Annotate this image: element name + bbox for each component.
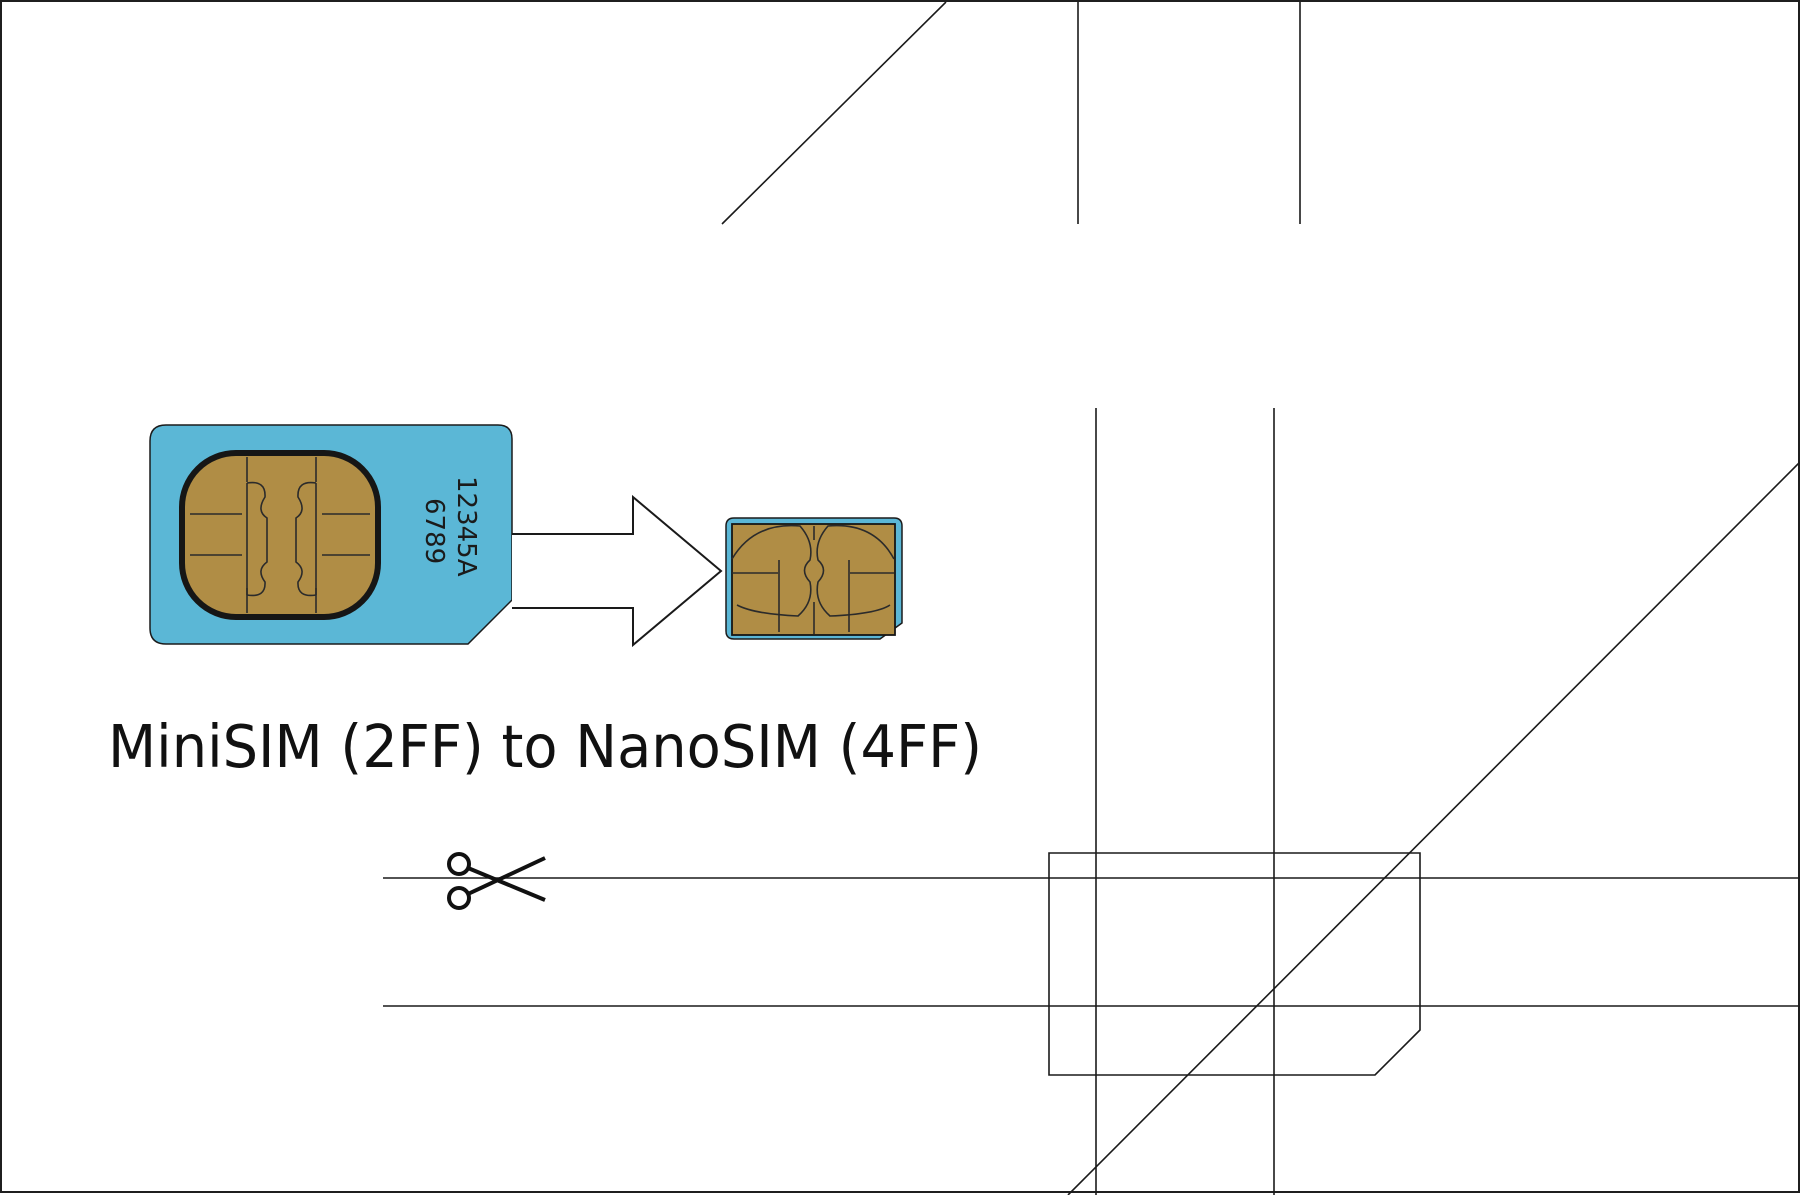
upper-guide-lines: [721, 2, 1301, 225]
upper-diagonal-guide: [721, 2, 947, 225]
minisim-card: 12345A 6789: [149, 424, 513, 645]
lower-guide-lines: [383, 408, 1800, 1195]
minisim-chip-contacts: [190, 457, 370, 613]
lower-diagonal-guide: [1067, 460, 1800, 1195]
nanosim-card: [725, 517, 903, 640]
minisim-chip: [179, 450, 381, 620]
scissors-icon: [447, 852, 546, 910]
nanosim-chip-contacts: [731, 524, 895, 634]
minisim-serial-number-line-1: 12345A: [451, 476, 481, 577]
minisim-serial-number-line-2: 6789: [419, 498, 449, 564]
diagram-caption: MiniSIM (2FF) to NanoSIM (4FF): [108, 712, 982, 781]
nanosim-cut-outline: [1048, 852, 1421, 1076]
right-arrow-icon: [512, 494, 723, 648]
